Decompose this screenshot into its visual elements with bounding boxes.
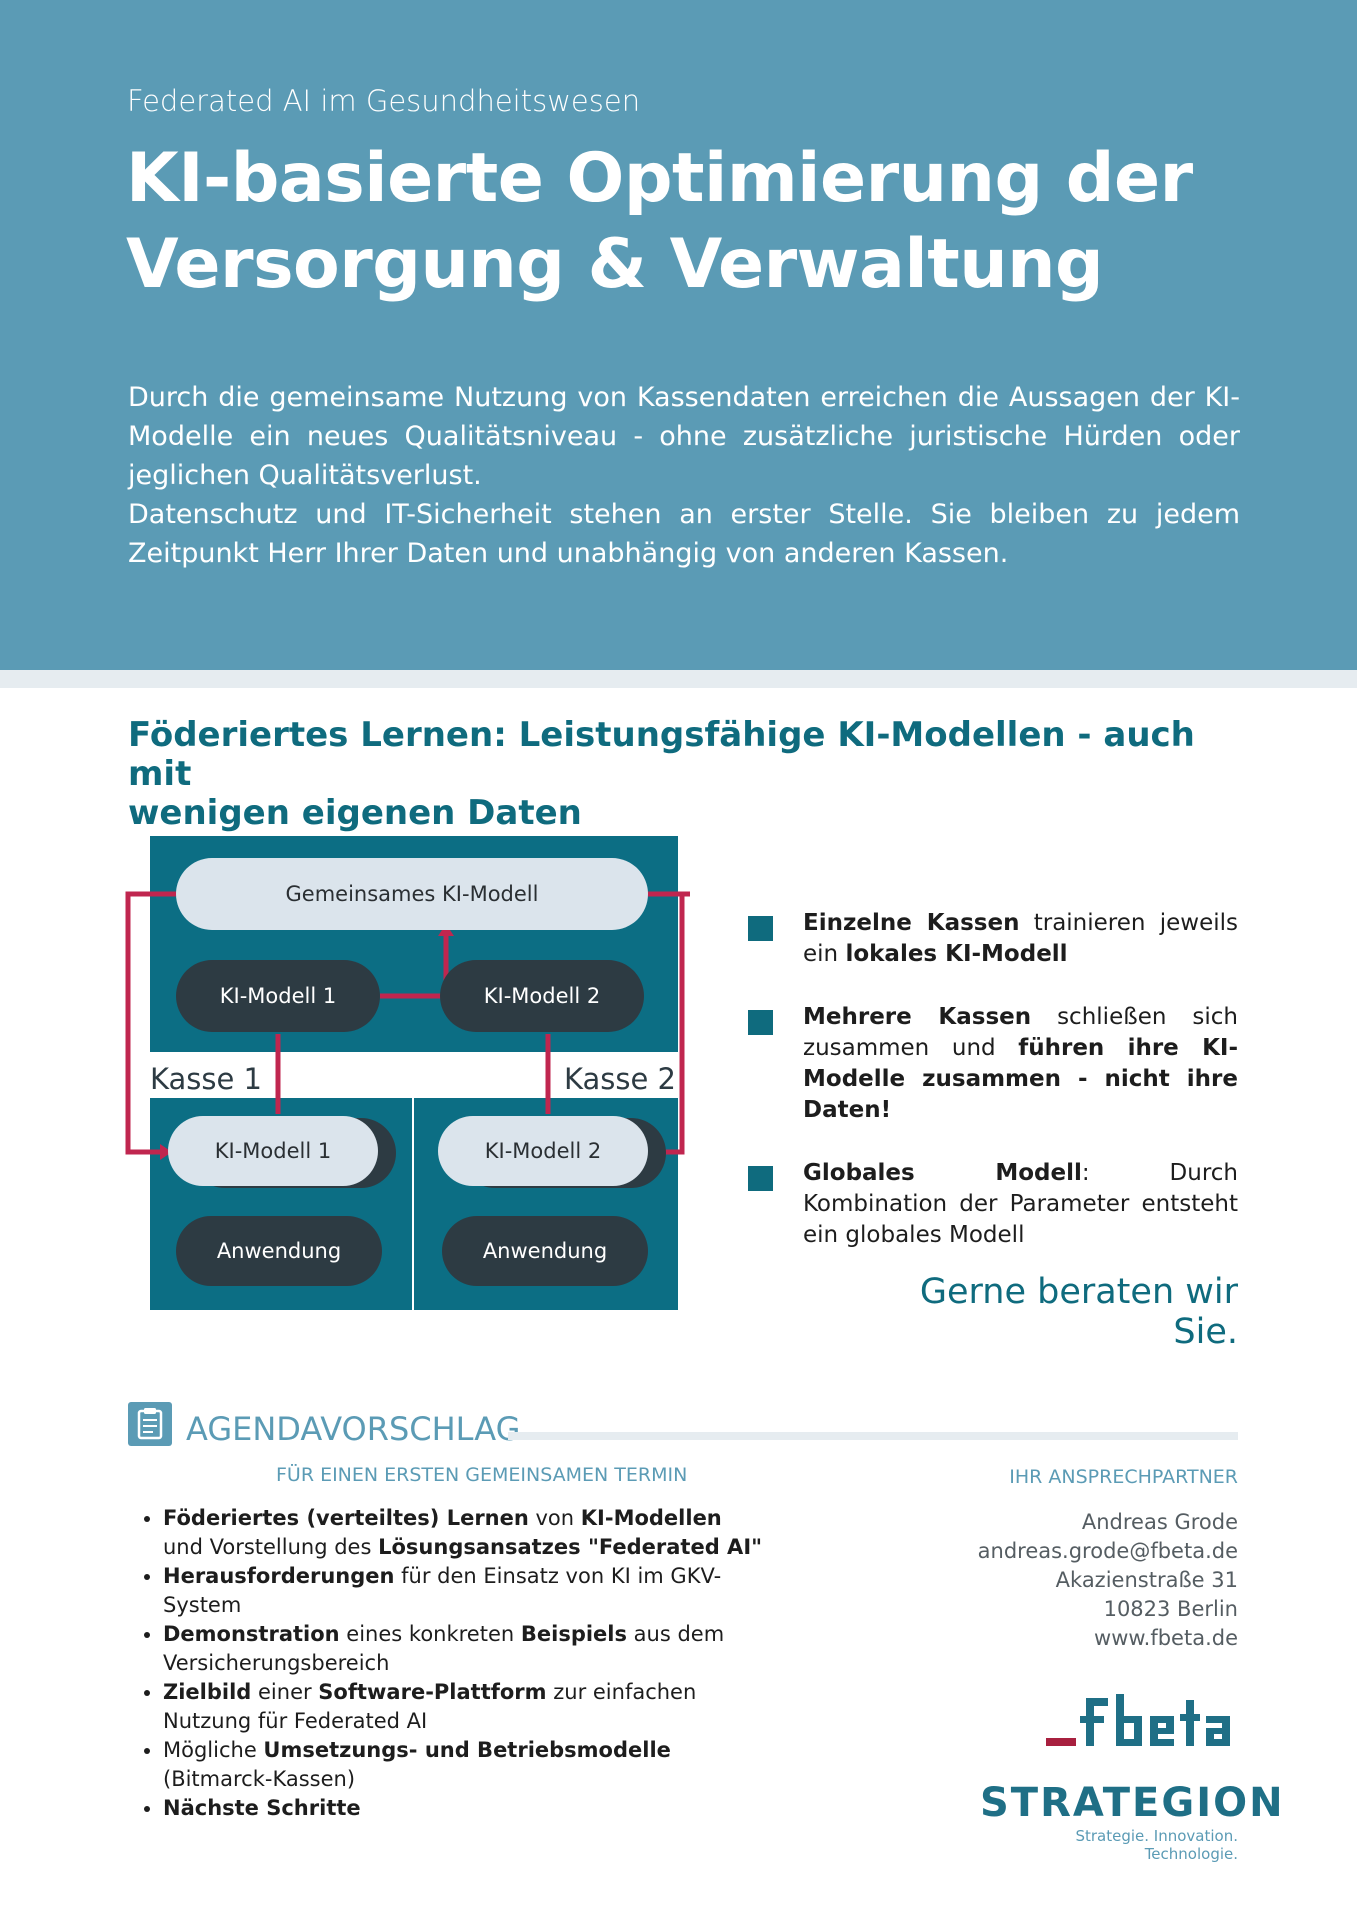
bullet-bold: lokales KI-Modell [845,941,1068,967]
contact-name: Andreas Grode [1081,1510,1238,1534]
list-item: Mögliche Umsetzungs- und Betriebsmodelle… [163,1736,763,1794]
bullet-bold: Globales Modell [803,1160,1082,1186]
contact-heading: IHR ANSPRECHPARTNER [1009,1466,1238,1488]
top-model-1-pill: KI-Modell 1 [176,960,380,1032]
contact-street: Akazienstraße 31 [1055,1568,1238,1592]
intro-text: Durch die gemeinsame Nutzung von Kassend… [128,378,1240,573]
square-bullet-icon [748,916,773,941]
section-title: Föderiertes Lernen: Leistungsfähige KI-M… [128,716,1228,833]
header-banner [0,0,1357,670]
local-model-1-pill: KI-Modell 1 [168,1116,378,1186]
agenda-list: Föderiertes (verteiltes) Lernen von KI-M… [130,1504,763,1823]
list-item: Demonstration eines konkreten Beispiels … [163,1620,763,1678]
agenda-subtitle: FÜR EINEN ERSTEN GEMEINSAMEN TERMIN [276,1464,688,1486]
fbeta-logo [1046,1690,1238,1755]
bullet-text: trainieren jeweils ein [803,910,1238,967]
bullet-bold: Mehrere Kassen [803,1004,1032,1030]
list-item: Föderiertes (verteiltes) Lernen von KI-M… [163,1504,763,1562]
square-bullet-icon [748,1166,773,1191]
title-line-1: KI-basierte Optimierung der [126,139,1193,218]
contact-email[interactable]: andreas.grode@fbeta.de [977,1539,1238,1563]
app-1-pill: Anwendung [176,1216,382,1286]
bullet-item: Globales Modell: Durch Kombination der P… [748,1158,1238,1251]
title-line-2: Versorgung & Verwaltung [126,225,1104,304]
intro-paragraph-2: Datenschutz und IT-Sicherheit stehen an … [128,499,1240,569]
header-divider [0,670,1357,688]
app-2-pill: Anwendung [442,1216,648,1286]
top-model-2-pill: KI-Modell 2 [440,960,644,1032]
bullet-bold: Einzelne Kassen [803,910,1020,936]
kasse-1-label: Kasse 1 [150,1062,263,1096]
kasse-2-label: Kasse 2 [564,1062,677,1096]
square-bullet-icon [748,1010,773,1035]
list-item: Zielbild einer Software-Plattform zur ei… [163,1678,763,1736]
clipboard-icon [128,1402,172,1446]
contact-website[interactable]: www.fbeta.de [1094,1626,1238,1650]
strategion-tagline: Strategie. Innovation. Technologie. [1075,1827,1238,1863]
section-title-line-2: wenigen eigenen Daten [128,793,582,833]
bullet-bold: führen ihre KI-Modelle zusammen - nicht … [803,1035,1238,1123]
strategion-logo: STRATEGION [980,1780,1285,1826]
global-model-pill: Gemeinsames KI-Modell [176,858,648,930]
contact-block: Andreas Grode andreas.grode@fbeta.de Aka… [880,1508,1238,1653]
bullet-text: schließen sich zusammen und [803,1004,1238,1061]
list-item: Herausforderungen für den Einsatz von KI… [163,1562,763,1620]
bullet-text: : Durch Kombination der Parameter entste… [803,1160,1238,1248]
feature-bullets: Einzelne Kassen trainieren jeweils ein l… [748,908,1238,1283]
call-to-action: Gerne beraten wir Sie. [919,1272,1238,1352]
intro-paragraph-1: Durch die gemeinsame Nutzung von Kassend… [128,382,1240,491]
bullet-item: Mehrere Kassen schließen sich zusammen u… [748,1002,1238,1126]
agenda-divider [508,1432,1238,1440]
federated-learning-diagram: Gemeinsames KI-Modell KI-Modell 1 KI-Mod… [120,836,690,1316]
kicker: Federated AI im Gesundheitswesen [127,84,641,118]
bullet-item: Einzelne Kassen trainieren jeweils ein l… [748,908,1238,970]
section-title-line-1: Föderiertes Lernen: Leistungsfähige KI-M… [128,715,1195,794]
list-item: Nächste Schritte [163,1794,763,1823]
diagram-arrows [125,891,690,1160]
agenda-title: AGENDAVORSCHLAG [186,1410,521,1448]
page-title: KI-basierte Optimierung der Versorgung &… [126,136,1276,308]
local-model-2-pill: KI-Modell 2 [438,1116,648,1186]
contact-city: 10823 Berlin [1103,1597,1238,1621]
